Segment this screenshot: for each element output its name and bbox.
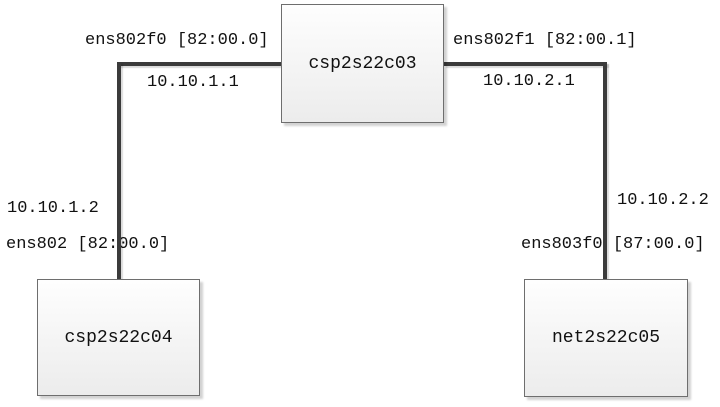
link1-source-interface-label: ens802f0 [82:00.0] [85, 31, 269, 50]
node-csp2s22c04: csp2s22c04 [37, 279, 200, 396]
link2-horizontal-line [444, 62, 607, 66]
node-csp2s22c03: csp2s22c03 [281, 4, 444, 123]
node-net2s22c05: net2s22c05 [524, 279, 688, 397]
link2-source-interface-label: ens802f1 [82:00.1] [453, 31, 637, 50]
link1-target-interface-label: ens802 [82:00.0] [6, 235, 170, 254]
link1-target-ip-label: 10.10.1.2 [7, 199, 99, 218]
node-label: net2s22c05 [551, 328, 661, 348]
link1-vertical-line [117, 62, 121, 279]
link1-horizontal-line [117, 62, 281, 66]
link2-target-ip-label: 10.10.2.2 [617, 191, 709, 210]
node-label: csp2s22c04 [64, 327, 173, 348]
node-label: csp2s22c03 [308, 53, 417, 74]
link2-target-interface-label: ens803f0 [87:00.0] [521, 235, 705, 254]
link2-source-ip-label: 10.10.2.1 [483, 72, 575, 91]
link2-vertical-line [603, 62, 607, 279]
link1-source-ip-label: 10.10.1.1 [147, 73, 239, 92]
